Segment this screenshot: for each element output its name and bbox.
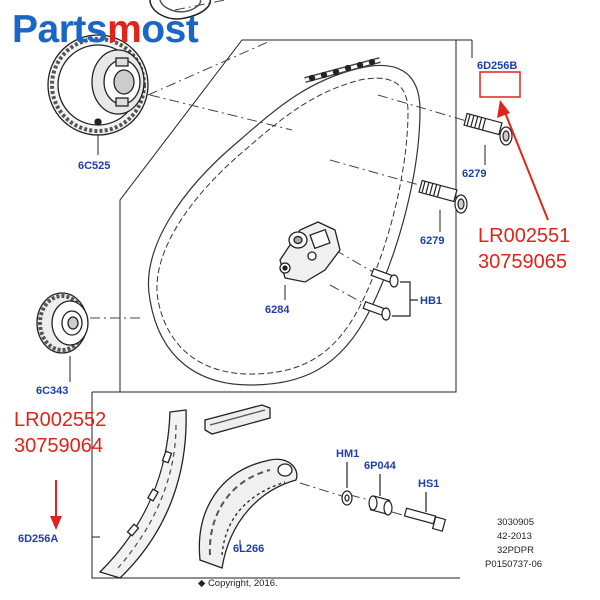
callout-6c525: 6C525 bbox=[78, 160, 111, 172]
part-number-right-2: 30759065 bbox=[478, 251, 567, 273]
timing-chain bbox=[147, 64, 421, 386]
chain-tensioner bbox=[279, 221, 341, 283]
callout-6l266: 6L266 bbox=[233, 543, 265, 555]
ref-line-3: 32PDPR bbox=[497, 545, 534, 556]
callout-hm1: HM1 bbox=[336, 448, 360, 460]
part-number-right-1: LR002551 bbox=[478, 225, 571, 247]
callout-6p044: 6P044 bbox=[364, 460, 396, 472]
callout-6d256b: 6D256B bbox=[477, 60, 518, 72]
ref-line-2: 42-2013 bbox=[497, 531, 532, 542]
callout-hs1: HS1 bbox=[418, 478, 440, 490]
guide-bolt-lower bbox=[418, 179, 468, 214]
chain-segment bbox=[304, 57, 381, 83]
ref-line-1: 3030905 bbox=[497, 517, 534, 528]
callout-6d256a: 6D256A bbox=[18, 533, 59, 545]
copyright: ◆ Copyright, 2016. bbox=[198, 578, 278, 589]
part-number-left-1: LR002552 bbox=[14, 409, 107, 431]
upper-frame bbox=[119, 39, 457, 393]
callout-6c343: 6C343 bbox=[36, 385, 69, 397]
ref-line-4: P0150737-06 bbox=[485, 559, 543, 570]
spacer-6p044 bbox=[368, 474, 393, 516]
top-pulley bbox=[149, 0, 212, 20]
callout-6279-upper: 6279 bbox=[462, 168, 487, 180]
part-number-left-2: 30759064 bbox=[14, 435, 103, 457]
upper-guide-piece bbox=[204, 404, 271, 435]
brand-part2: m bbox=[107, 8, 142, 51]
red-highlight bbox=[50, 71, 549, 530]
callout-6284: 6284 bbox=[265, 304, 290, 316]
brand-logo: Partsmost bbox=[12, 6, 199, 54]
lower-frame bbox=[91, 392, 460, 579]
bolt-hs1 bbox=[403, 492, 447, 532]
washer-hm1 bbox=[341, 462, 353, 506]
callout-hb1: HB1 bbox=[420, 295, 443, 307]
camshaft-gear bbox=[47, 34, 149, 136]
tensioner-guide bbox=[198, 458, 298, 569]
callout-6279-lower: 6279 bbox=[420, 235, 445, 247]
brand-part3: ost bbox=[141, 8, 199, 51]
crank-sprocket bbox=[36, 292, 89, 354]
tensioner-screws bbox=[362, 267, 418, 321]
brand-part1: Parts bbox=[12, 8, 108, 51]
fixed-guide-left bbox=[98, 409, 187, 579]
guide-bolt-upper bbox=[463, 112, 513, 146]
